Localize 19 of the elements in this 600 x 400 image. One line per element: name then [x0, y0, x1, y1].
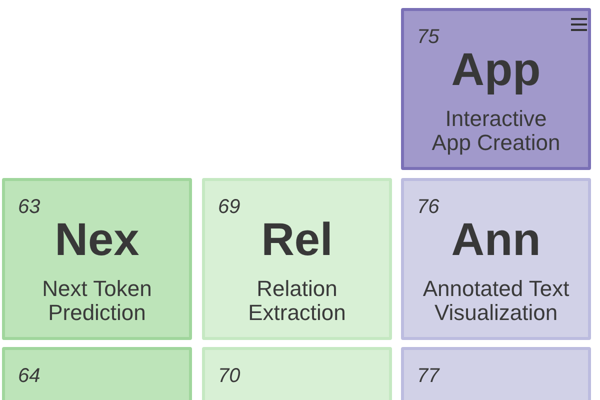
element-tile: [2, 178, 192, 340]
tile-description: Annotated Text Visualization: [422, 277, 570, 325]
tile-number: 75: [417, 25, 440, 49]
tile-number: 63: [18, 195, 40, 219]
tile-number: 76: [417, 195, 440, 219]
tile-number: 64: [18, 364, 40, 388]
tile-number: 69: [218, 195, 240, 219]
element-tile: [401, 178, 591, 340]
tile-description: Next Token Prediction: [41, 277, 153, 325]
tile-description: Relation Extraction: [247, 277, 347, 325]
tile-number: 77: [417, 364, 440, 388]
element-tile: [202, 178, 392, 340]
tile-symbol: Ann: [451, 212, 541, 266]
tile-description: Interactive App Creation: [430, 107, 562, 155]
tile-symbol: Rel: [261, 212, 333, 266]
tile-symbol: Nex: [54, 212, 140, 266]
tile-symbol: App: [451, 42, 541, 96]
tile-number: 70: [218, 364, 240, 388]
element-tile: [401, 8, 591, 170]
